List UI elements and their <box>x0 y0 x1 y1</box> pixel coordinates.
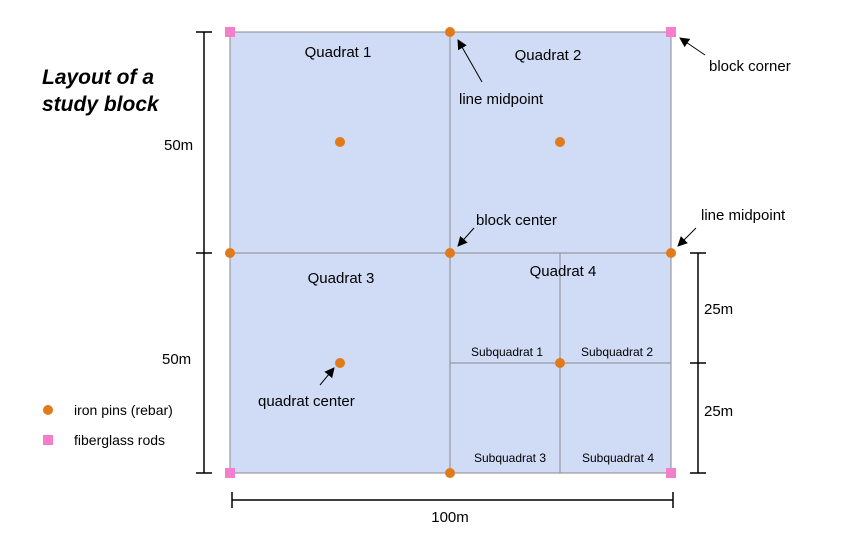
subquadrat-3-label: Subquadrat 3 <box>474 451 546 465</box>
legend-fiberglass-rods-label: fiberglass rods <box>74 432 165 448</box>
bottom-dimension <box>231 492 674 508</box>
fiberglass-rod <box>225 27 235 37</box>
block-corner-label: block corner <box>709 58 791 75</box>
fiberglass-rod <box>666 468 676 478</box>
line-midpoint-right-label: line midpoint <box>701 207 786 224</box>
right-bottom-dimension-label: 25m <box>704 403 733 420</box>
iron-pin <box>666 248 676 258</box>
block-center-label: block center <box>476 212 557 229</box>
subquadrat-1-label: Subquadrat 1 <box>471 345 543 359</box>
left-top-dimension-label: 50m <box>164 137 193 154</box>
left-bottom-dimension-label: 50m <box>162 351 191 368</box>
right-dimension <box>690 252 706 474</box>
legend-iron-pin-marker <box>43 405 53 415</box>
iron-pin <box>445 468 455 478</box>
iron-pins <box>225 27 676 478</box>
quadrat-4-label: Quadrat 4 <box>530 263 597 280</box>
iron-pin <box>335 137 345 147</box>
line-midpoint-top-arrow <box>457 39 483 83</box>
subquadrat-2-label: Subquadrat 2 <box>581 345 653 359</box>
fiberglass-rod <box>225 468 235 478</box>
quadrat-center-arrow <box>319 367 335 386</box>
quadrat-2-label: Quadrat 2 <box>515 47 582 64</box>
iron-pin <box>555 358 565 368</box>
subquadrat-4-label: Subquadrat 4 <box>582 451 654 465</box>
block-corner-arrow <box>679 37 706 56</box>
block-center-arrow <box>457 227 475 247</box>
legend-iron-pins-label: iron pins (rebar) <box>74 402 173 418</box>
iron-pin <box>225 248 235 258</box>
diagram-title-line-2: study block <box>42 93 160 116</box>
right-top-dimension-label: 25m <box>704 301 733 318</box>
quadrat-1-label: Quadrat 1 <box>305 44 372 61</box>
line-midpoint-right-arrow <box>677 227 697 247</box>
fiberglass-rod <box>666 27 676 37</box>
left-dimension <box>196 31 212 474</box>
iron-pin <box>445 27 455 37</box>
fiberglass-rods <box>225 27 676 478</box>
quadrat-center-label: quadrat center <box>258 393 355 410</box>
diagram-title-line-1: Layout of a <box>42 66 154 89</box>
bottom-dimension-label: 100m <box>431 509 469 526</box>
iron-pin <box>335 358 345 368</box>
legend-fiberglass-rod-marker <box>43 435 53 445</box>
iron-pin <box>445 248 455 258</box>
quadrat-3-label: Quadrat 3 <box>308 270 375 287</box>
iron-pin <box>555 137 565 147</box>
legend: iron pins (rebar) fiberglass rods <box>43 402 173 448</box>
line-midpoint-top-label: line midpoint <box>459 91 544 108</box>
